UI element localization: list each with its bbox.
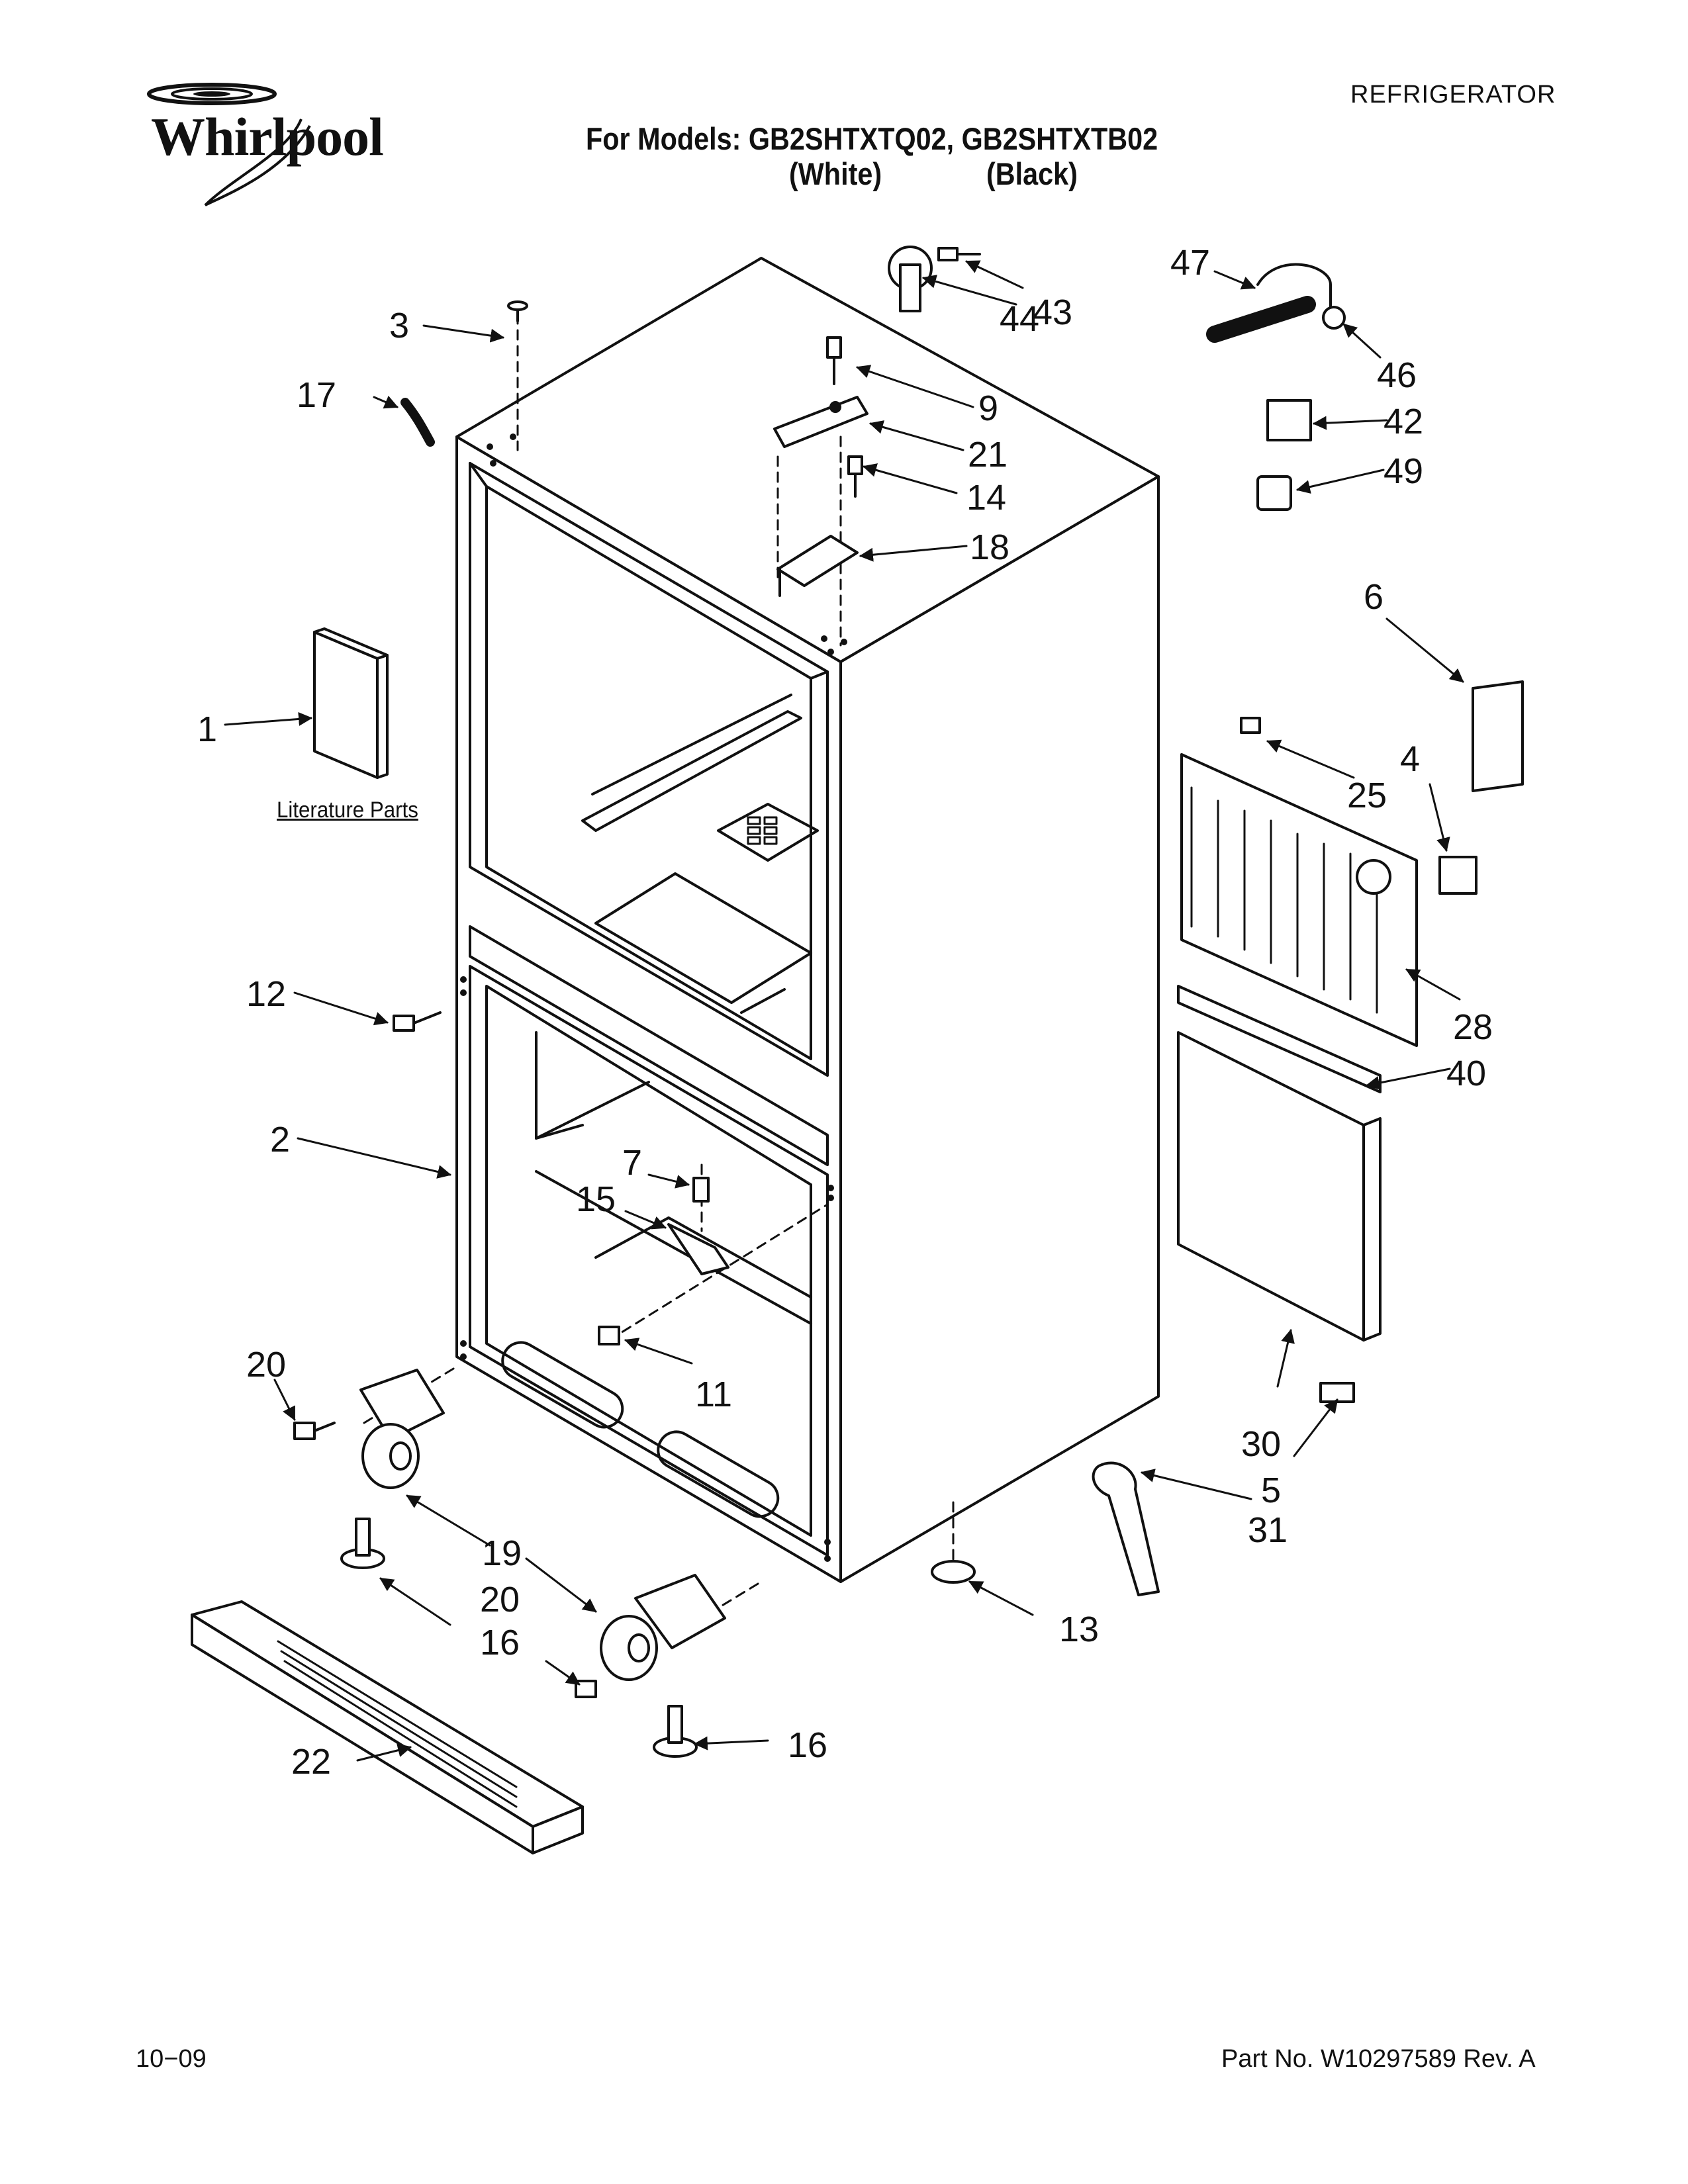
- part-number: Part No. W10297589 Rev. A: [1221, 2045, 1536, 2073]
- callout-47: 47: [1170, 243, 1210, 283]
- callout-12: 12: [246, 974, 286, 1014]
- part-bracket-44: [888, 246, 933, 312]
- part-access-panel-30: [1177, 1031, 1382, 1342]
- part-screw-43: [937, 247, 981, 261]
- callout-numbers: 1 2 3 4 5 6 7 9 11 12 13 14 15 16 16 17 …: [197, 243, 1493, 1782]
- part-screw-11: [598, 1326, 620, 1345]
- whirlpool-swirl-icon: [147, 83, 311, 206]
- callout-6: 6: [1364, 577, 1383, 617]
- callout-7: 7: [622, 1143, 642, 1183]
- part-caster-left-19: [359, 1369, 445, 1489]
- callout-16-left: 16: [480, 1623, 520, 1662]
- callout-14: 14: [966, 478, 1006, 518]
- callout-22: 22: [291, 1742, 331, 1782]
- callout-43: 43: [1033, 293, 1072, 332]
- part-strip-40: [1177, 985, 1382, 1093]
- callout-15: 15: [576, 1179, 616, 1219]
- revision-date: 10−09: [136, 2045, 207, 2073]
- callout-18: 18: [970, 527, 1009, 567]
- models-line: For Models: GB2SHTXTQ02, GB2SHTXTB02: [586, 121, 1158, 156]
- part-clip-42: [1266, 399, 1312, 441]
- part-screw-20-left: [293, 1422, 336, 1440]
- callout-46: 46: [1377, 355, 1417, 395]
- cabinet-body: [455, 257, 1160, 1583]
- part-rear-panel-28: [1180, 753, 1418, 1047]
- color-black-label: (Black): [986, 156, 1078, 191]
- callout-1: 1: [197, 709, 217, 749]
- callout-2: 2: [270, 1120, 290, 1160]
- callout-17: 17: [297, 375, 336, 415]
- part-caster-right-19: [600, 1574, 726, 1681]
- callout-40: 40: [1446, 1054, 1486, 1093]
- whirlpool-logo: Whirlpool: [132, 79, 391, 212]
- callout-42: 42: [1383, 402, 1423, 441]
- part-screw-12: [393, 1011, 442, 1032]
- part-screw-3: [507, 300, 528, 322]
- part-hinge-18: [776, 535, 859, 597]
- callout-25: 25: [1347, 776, 1387, 815]
- part-clip-4: [1438, 856, 1477, 895]
- part-clip-49: [1256, 475, 1292, 511]
- part-screw-25: [1240, 717, 1261, 734]
- color-white-label: (White): [789, 156, 882, 191]
- part-water-tube-47: [1206, 263, 1346, 343]
- callout-31: 31: [1248, 1510, 1288, 1550]
- part-grille-22: [191, 1600, 584, 1854]
- part-tube-17: [400, 398, 435, 447]
- callout-20-right: 20: [480, 1580, 520, 1619]
- leader-arrows: [224, 260, 1464, 1762]
- callout-21: 21: [968, 435, 1008, 475]
- part-handle-31: [1092, 1461, 1160, 1596]
- callout-19: 19: [482, 1533, 522, 1573]
- callout-16-right: 16: [788, 1725, 827, 1765]
- part-leveler-16-left: [340, 1518, 385, 1569]
- callout-5: 5: [1261, 1471, 1281, 1510]
- callout-44: 44: [1000, 299, 1039, 339]
- callout-13: 13: [1059, 1610, 1099, 1649]
- part-leveler-16-right: [653, 1705, 698, 1758]
- callout-30: 30: [1241, 1424, 1281, 1464]
- part-hinge-cover-21: [773, 396, 868, 448]
- callout-3: 3: [389, 306, 409, 345]
- callout-28: 28: [1453, 1007, 1493, 1047]
- part-screw-9: [826, 336, 842, 385]
- part-literature: [313, 627, 389, 779]
- part-stud-7: [692, 1177, 710, 1203]
- callout-49: 49: [1383, 451, 1423, 491]
- product-category: REFRIGERATOR: [1350, 81, 1556, 109]
- part-screw-14: [847, 455, 863, 498]
- callout-11: 11: [695, 1375, 732, 1414]
- callout-9: 9: [978, 388, 998, 428]
- literature-parts-label: Literature Parts: [277, 797, 418, 823]
- callout-4: 4: [1400, 739, 1420, 779]
- part-plug-13: [931, 1560, 976, 1584]
- part-bracket-15: [667, 1223, 729, 1275]
- callout-20-left: 20: [246, 1345, 286, 1385]
- brand-logotype: Whirlpool: [151, 107, 384, 167]
- part-bracket-6: [1472, 680, 1524, 792]
